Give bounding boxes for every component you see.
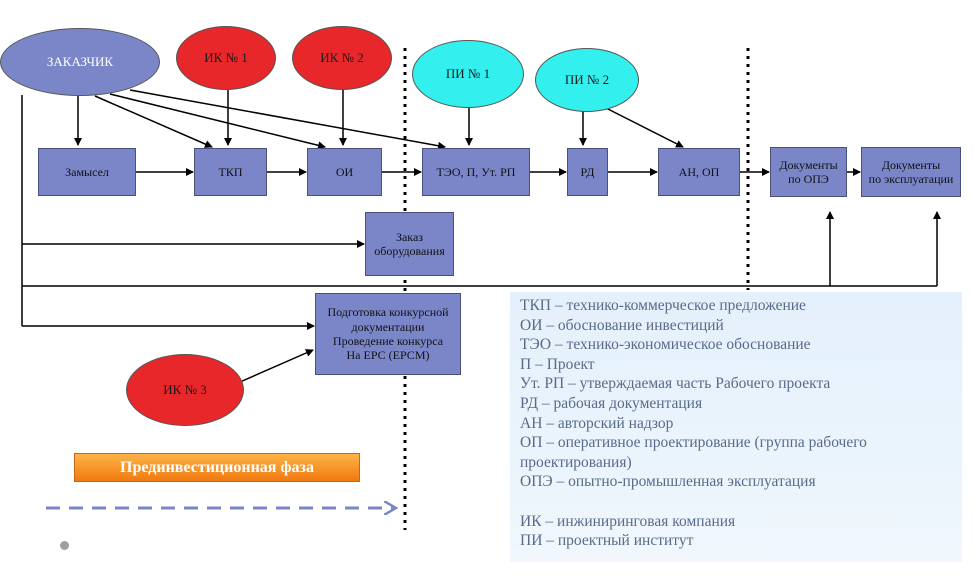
tender-prep-box: Подготовка конкурсной документации Прове… bbox=[315, 293, 461, 375]
docs-ope-box: Документы по ОПЭ bbox=[770, 147, 847, 197]
zamysel-box: Замысел bbox=[38, 148, 136, 196]
legend-line: ОП – оперативное проектирование (группа … bbox=[520, 434, 871, 471]
pi1-ellipse: ПИ № 1 bbox=[412, 40, 524, 108]
pi2-label: ПИ № 2 bbox=[564, 72, 610, 87]
docs-exploitation-label: Документы по эксплуатации bbox=[868, 157, 954, 186]
ik1-ellipse: ИК № 1 bbox=[176, 26, 276, 90]
arrow-pi2-to-an bbox=[599, 104, 684, 148]
legend-line: ПИ – проектный институт bbox=[520, 532, 694, 550]
customer-label: ЗАКАЗЧИК bbox=[46, 54, 114, 69]
an-op-label: АН, ОП bbox=[678, 164, 720, 179]
pi2-ellipse: ПИ № 2 bbox=[535, 48, 639, 112]
legend-line: ТЭО – технико-экономическое обоснование bbox=[520, 336, 811, 354]
equipment-order-box: Заказ оборудования bbox=[365, 212, 454, 276]
rd-label: РД bbox=[580, 164, 595, 179]
legend-line: Ут. РП – утверждаемая часть Рабочего про… bbox=[520, 375, 831, 393]
tkp-box: ТКП bbox=[194, 148, 267, 196]
slide-bullet bbox=[60, 541, 69, 550]
legend-line: ИК – инжиниринговая компания bbox=[520, 512, 736, 530]
ik2-ellipse: ИК № 2 bbox=[292, 26, 392, 90]
tkp-label: ТКП bbox=[218, 164, 243, 179]
docs-exploitation-box: Документы по эксплуатации bbox=[861, 147, 961, 197]
docs-ope-label: Документы по ОПЭ bbox=[779, 157, 838, 186]
legend-line: ОИ – обоснование инвестиций bbox=[520, 316, 724, 334]
rd-box: РД bbox=[567, 148, 608, 196]
tender-prep-label: Подготовка конкурсной документации Прове… bbox=[327, 305, 449, 363]
zamysel-label: Замысел bbox=[65, 164, 109, 179]
preinvestment-phase-label: Прединвестиционная фаза bbox=[74, 453, 360, 482]
ik3-ellipse: ИК № 3 bbox=[126, 354, 244, 426]
customer-ellipse: ЗАКАЗЧИК bbox=[0, 28, 160, 96]
pi1-label: ПИ № 1 bbox=[445, 66, 491, 81]
legend-spacer bbox=[520, 492, 952, 512]
teo-label: ТЭО, П, Ут. РП bbox=[436, 164, 516, 179]
legend-line: ОПЭ – опытно-промышленная эксплуатация bbox=[520, 473, 816, 491]
legend-line: РД – рабочая документация bbox=[520, 394, 703, 412]
legend-line: ТКП – технико-коммерческое предложение bbox=[520, 297, 806, 314]
arrow-ik3-to-tender bbox=[239, 349, 314, 383]
oi-label: ОИ bbox=[335, 164, 354, 179]
teo-box: ТЭО, П, Ут. РП bbox=[422, 148, 530, 196]
phase-label-text: Прединвестиционная фаза bbox=[120, 458, 314, 476]
legend-panel: ТКП – технико-коммерческое предложение О… bbox=[510, 292, 962, 562]
ik2-label: ИК № 2 bbox=[320, 50, 364, 65]
legend-line: АН – авторский надзор bbox=[520, 414, 674, 432]
equipment-order-label: Заказ оборудования bbox=[374, 229, 445, 258]
ik3-label: ИК № 3 bbox=[163, 382, 207, 397]
arrow-customer-to-oi bbox=[109, 93, 326, 150]
arrow-customer-to-teo bbox=[129, 89, 446, 150]
oi-box: ОИ bbox=[307, 148, 382, 196]
ik1-label: ИК № 1 bbox=[204, 50, 248, 65]
an-op-box: АН, ОП bbox=[658, 148, 740, 196]
legend-line: П – Проект bbox=[520, 355, 595, 373]
arrow-customer-to-tkp bbox=[94, 95, 213, 148]
